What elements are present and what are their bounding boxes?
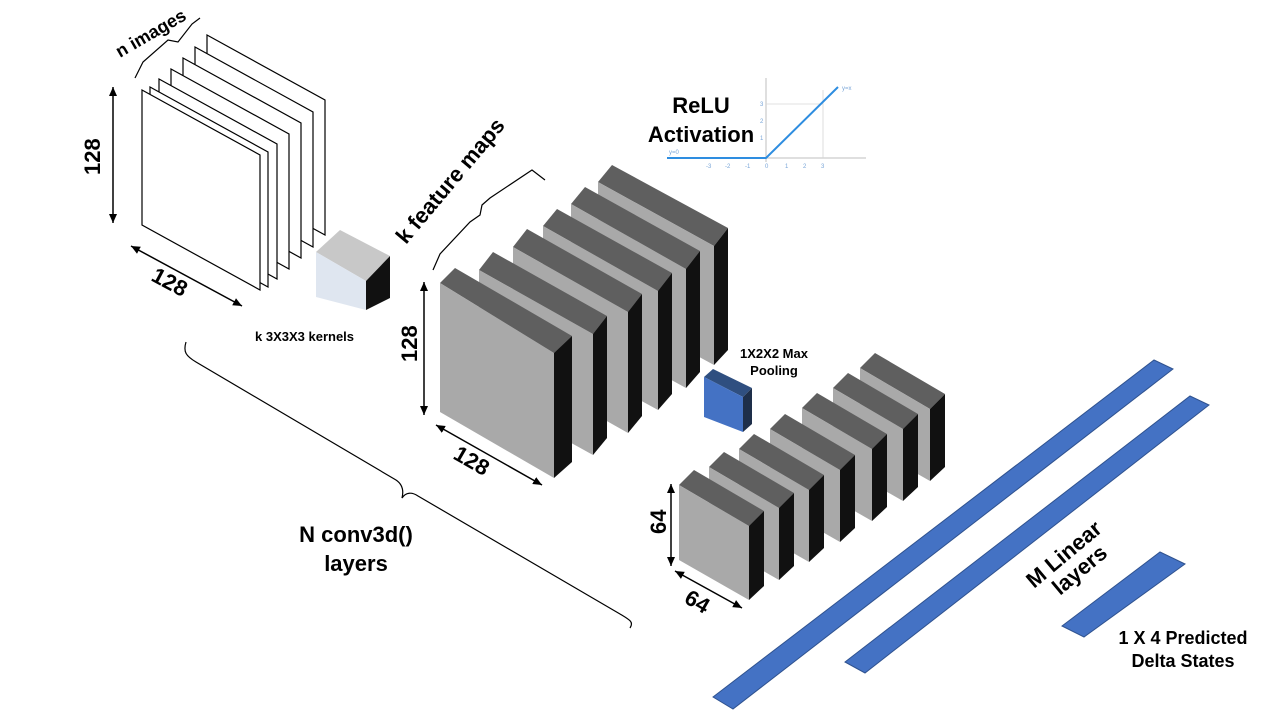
kernel-cube: [316, 230, 390, 310]
feature-map-stack: [440, 165, 728, 478]
conv-layers-line1: N conv3d(): [299, 522, 413, 547]
feature-maps-brace: [432, 169, 546, 271]
linear-layers: [712, 359, 1210, 710]
relu-x-tick-6: 2: [803, 164, 807, 170]
pooling-label-line2: Pooling: [750, 363, 798, 378]
relu-curve: [667, 86, 839, 159]
kernels-label: k 3X3X3 kernels: [255, 329, 354, 344]
fm-height-label: 128: [397, 325, 422, 362]
output-label-line1: 1 X 4 Predicted: [1118, 628, 1247, 648]
relu-x-tick-1: -3: [706, 164, 712, 170]
relu-x-tick-5: 1: [785, 164, 789, 170]
relu-left-label: y=0: [669, 150, 680, 156]
relu-right-label: y=x: [842, 86, 852, 92]
pooling-label-line1: 1X2X2 Max: [740, 346, 809, 361]
pooled-height-label: 64: [646, 509, 671, 534]
linear-layer-1: [712, 359, 1174, 710]
max-pooling-cube: [704, 369, 752, 432]
relu-title-line1: ReLU: [672, 93, 729, 118]
pooled-width-arrow: [674, 570, 743, 609]
fm-width-label: 128: [450, 441, 494, 481]
linear-layer-2: [844, 395, 1210, 674]
relu-x-tick-7: 3: [821, 164, 825, 170]
conv-layers-line2: layers: [324, 551, 388, 576]
relu-y-tick-1: 1: [760, 136, 764, 142]
input-height-label: 128: [80, 138, 105, 175]
relu-x-tick-3: -1: [745, 164, 751, 170]
kernel-cube-top: [316, 230, 390, 281]
fm-width-arrow: [435, 424, 543, 486]
input-width-label: 128: [148, 262, 192, 301]
relu-x-ticks: -3 -2 -1 0 1 2 3: [706, 164, 825, 170]
kernel-cube-front: [316, 252, 366, 310]
relu-x-tick-2: -2: [725, 164, 731, 170]
feature-maps-label: k feature maps: [391, 113, 510, 248]
n-images-brace: [134, 17, 201, 79]
relu-y-tick-3: 3: [760, 102, 764, 108]
relu-title-line2: Activation: [648, 122, 754, 147]
n-images-label: n images: [112, 5, 190, 61]
relu-x-tick-4: 0: [765, 164, 769, 170]
relu-y-ticks: 1 2 3: [760, 102, 764, 142]
conv-layers-brace: [184, 341, 633, 629]
input-width-arrow: [130, 245, 243, 307]
output-layer: [1061, 551, 1186, 638]
input-image-stack: [141, 33, 326, 292]
relu-plot: -3 -2 -1 0 1 2 3 1 2 3 y=0 y=x: [667, 78, 866, 170]
kernel-cube-side: [366, 256, 390, 310]
relu-y-tick-2: 2: [760, 119, 764, 125]
input-image-1: [141, 88, 261, 292]
output-label-line2: Delta States: [1131, 651, 1234, 671]
